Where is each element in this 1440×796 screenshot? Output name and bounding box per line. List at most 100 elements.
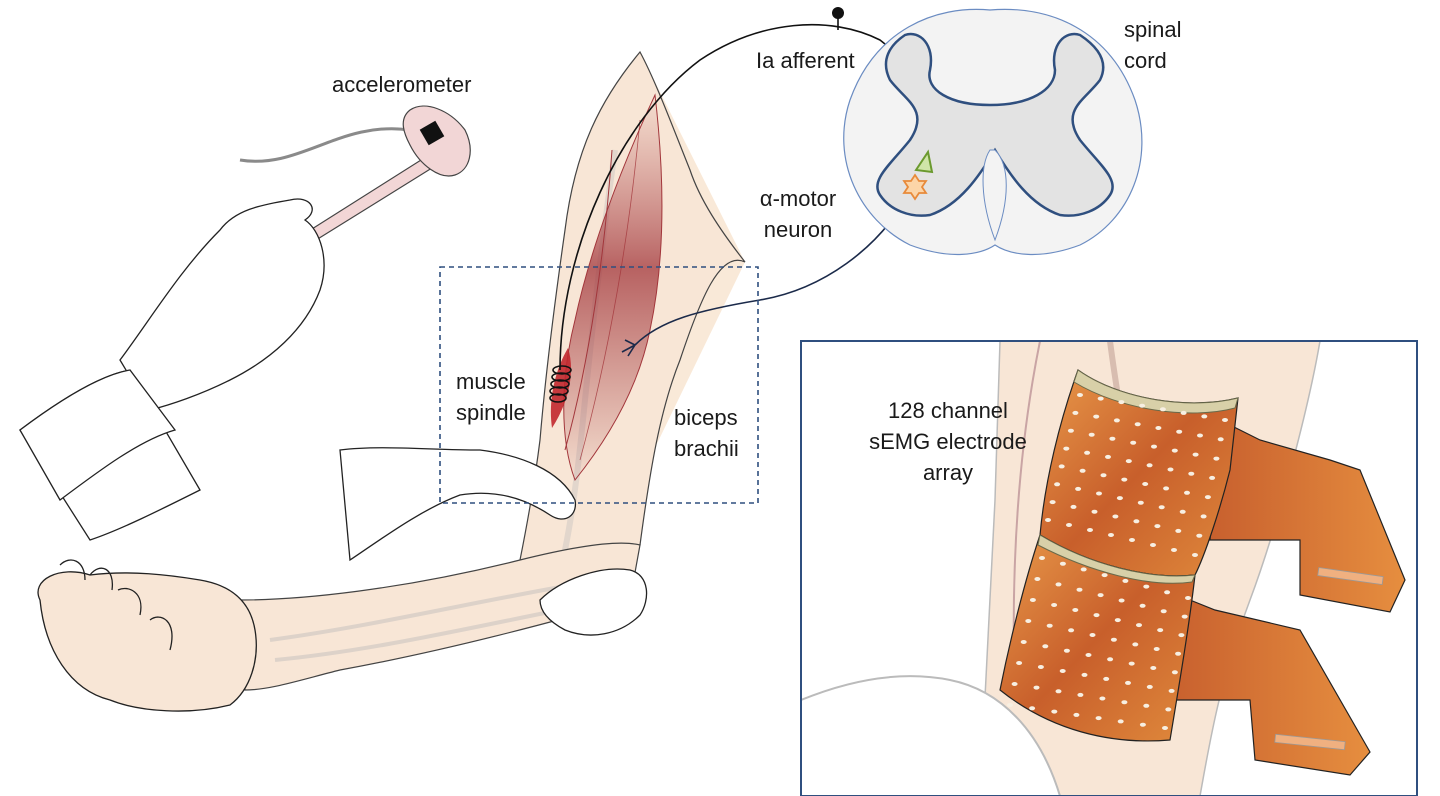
electrode-contact [1073,712,1080,717]
electrode-contact [1158,505,1165,510]
alpha-motor-fiber [634,187,913,346]
electrode-contact [1081,672,1088,677]
inset-panel [800,340,1418,796]
electrode-contact [1175,528,1182,533]
electrode-contact [1055,582,1062,587]
region-of-interest [439,266,759,504]
accelerometer-label: accelerometer [332,72,472,97]
electrode-contact [1143,584,1150,589]
electrode-contact [1157,628,1164,633]
electrode-contact [1075,486,1082,491]
electrode-contact [1095,716,1102,721]
electrode-contact [1093,414,1100,419]
electrode-contact [1049,500,1056,505]
electrode-contact [1054,482,1061,487]
electrode-contact [1130,440,1137,445]
electrode-contact [1084,450,1091,455]
electrode-contact [1121,477,1128,482]
electrode-contact [1125,680,1131,685]
electrode-contact [1063,446,1070,451]
electrode-contact [1201,414,1208,419]
electrode-contact [1171,448,1178,453]
electrode-contact [1171,670,1178,675]
electrode-contact [1222,418,1228,422]
biceps-muscle [563,93,663,481]
electrode-contact [1039,556,1045,560]
electrode-contact [1100,473,1107,478]
array-label-2: sEMG electrode [869,429,1027,454]
electrode-contact [1033,685,1040,690]
spindle-coil [549,365,572,403]
electrode-contact [1155,426,1162,430]
electrode-contact [1121,700,1128,705]
electrode-contact [1134,422,1141,427]
afferent-terminal [914,149,934,174]
array-label-1: 128 channel [888,398,1008,423]
electrode-contact [1213,456,1220,461]
electrode-contact [1079,468,1086,473]
electrode-contact [1139,722,1146,727]
dorsal-root-ganglion [832,7,844,19]
electrode-contact [1070,504,1077,509]
electrode-contact [1072,410,1079,415]
electrode-contact [1179,509,1186,514]
electrode-contact [1016,661,1023,665]
spinal-cord-label-2: cord [1124,48,1167,73]
electrode-contact [1066,523,1072,527]
electrode-contact [1080,567,1087,572]
electrode-contact [1143,703,1150,708]
electrode-contact [1007,703,1013,707]
muscle-spindle-label-1: muscle [456,369,526,394]
electrode-contact [1137,500,1144,505]
electrode-contact [1122,578,1129,583]
electrode-contact [1034,577,1041,581]
electrode-contact [1133,519,1140,524]
electrode-contact [1091,509,1098,514]
electrode-contact [1146,684,1153,689]
electrode-contact [1117,719,1124,724]
electrode-contact [1089,633,1096,637]
examiner-hand-upper [119,198,325,411]
electrode-contact [1037,665,1044,669]
electrode-contact [1058,464,1065,469]
electrode-contact [1154,524,1161,529]
electrode-contact [1167,467,1174,472]
electrode-contacts [1007,393,1228,730]
electrode-contact [1185,596,1191,600]
electrode-contact [1110,637,1117,642]
electrode-contact [1088,432,1095,437]
examiner-hand-lower [539,568,648,636]
hammer-head [402,105,471,177]
electrode-contact [1175,651,1182,656]
electrode-contact [1209,475,1216,480]
electrode-contact [1099,696,1106,701]
spinal-cord-label-1: spinal [1124,17,1182,42]
ia-afferent-label: Ia afferent [756,48,855,73]
electrode-contact [1096,491,1102,496]
electrode-tail-lower [1169,599,1371,776]
electrode-contact [1114,618,1121,623]
electrode-contact [1045,518,1051,522]
electrode-contact [1107,657,1114,662]
electrode-contact [1109,436,1116,441]
electrode-contact [1103,676,1110,681]
electrode-contact [1139,603,1146,608]
electrode-contact [1178,633,1185,638]
electrode-contact [1184,490,1190,495]
electrode-contact [1150,666,1157,670]
electrode-contact [1029,598,1036,602]
electrode-contact [1116,496,1123,501]
electrode-contact [1132,642,1139,647]
electrode-contact [1087,528,1093,532]
electrode-contact [1217,437,1224,442]
reflex-hammer-assembly [19,105,471,501]
electrode-contact [1108,533,1114,537]
muscle-spindle-label-2: spindle [456,400,526,425]
electrode-contact [1129,538,1135,542]
electrode-contact [1204,495,1211,500]
spinal-cord [843,8,1143,255]
electrode-contact [1097,396,1104,401]
electrode-contact [1085,653,1092,657]
motor-neuron-body [902,173,928,201]
